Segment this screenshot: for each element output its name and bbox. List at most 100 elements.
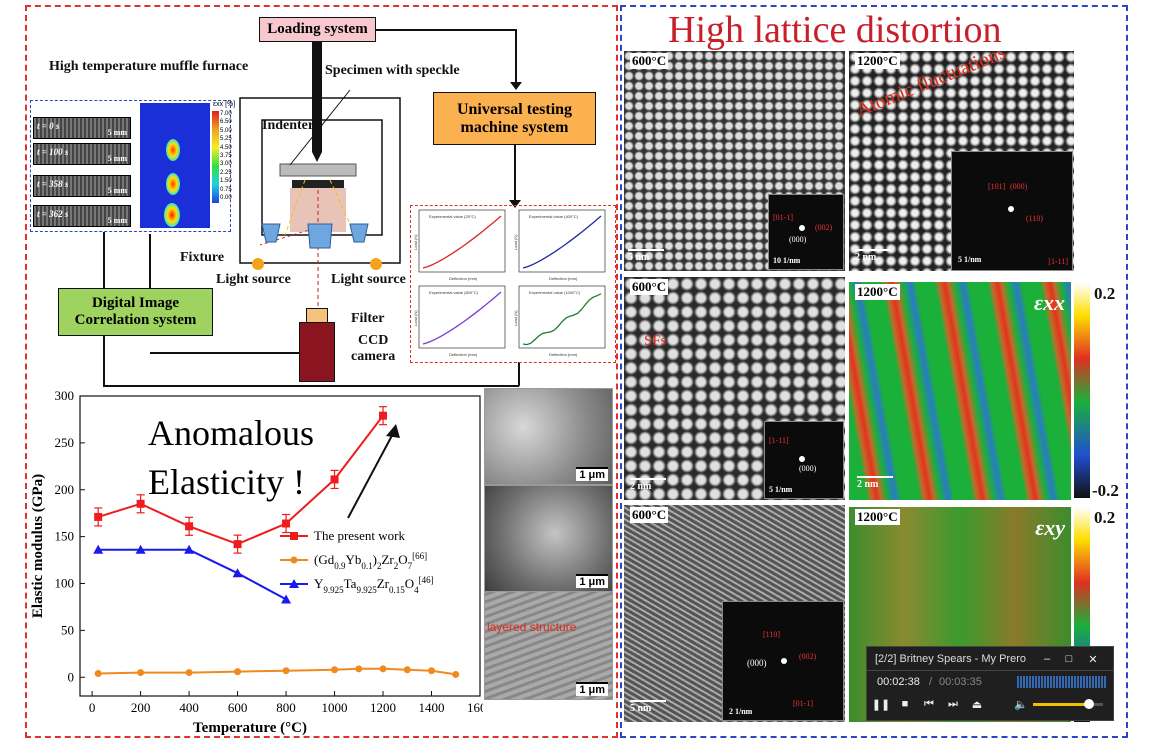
colorbar-max: 0.2 [1094,284,1116,303]
volume-knob[interactable] [1084,699,1094,709]
temp-label: 600°C [630,53,669,69]
legend-marker [289,579,299,588]
series-line [98,667,456,676]
fft-label: [1-11] [1048,257,1068,266]
fft-label: (000) [747,658,767,668]
legend-label-part: Ta [344,576,357,591]
annotation-anomalous: Anomalous [148,413,314,453]
x-tick-label: 1400 [419,700,445,715]
temp-label: 1200°C [855,509,900,525]
light-source-right-label: Light source [331,272,406,287]
legend-label-part: ) [373,552,377,567]
hrtem-600-c: 600°C 5 nm [110] (000) (002) [01-1] 2 1/… [624,505,845,722]
pause-button[interactable]: ❚❚ [871,698,891,711]
fft-label: [01-1] [773,213,793,222]
data-point [452,670,460,678]
legend-label-part: (Gd [314,552,335,567]
eject-button[interactable]: ⏏ [971,698,983,711]
fft-label: [1-11] [769,436,789,445]
time-separator: / [929,676,933,688]
volume-track[interactable] [1033,699,1103,709]
dic-colorbar-tick: 5.00 [220,127,232,134]
x-tick-label: 200 [131,700,151,715]
strain-symbol: εxy [1035,515,1065,540]
temp-label: 1200°C [855,53,900,69]
dic-system-box: Digital Image Correlation system [58,288,213,336]
uts-label-1: Universal testing [456,100,573,118]
fft-inset: [110] (000) (002) [01-1] 2 1/nm [722,601,844,721]
connector-line [103,232,105,288]
connector-line [518,362,520,386]
minimize-button[interactable]: – [1043,653,1051,665]
data-point [234,668,242,676]
ccd-label: CCD camera [351,333,395,365]
arrow-head [509,200,521,208]
scale-label: 2 nm [630,478,667,492]
y-axis-label: Elastic modulus (GPa) [30,474,46,618]
legend-label-part: 7 [408,561,413,571]
fft-label: (000) [799,464,817,473]
media-player[interactable]: [2/2] Britney Spears - My Prero – □ ✕ 00… [866,646,1114,721]
fft-scale: 5 1/nm [958,255,982,264]
dic-frame-time: t = 0 s [37,121,60,131]
data-point [281,594,292,604]
fft-label: (002) [799,652,817,661]
test-plot-curve [422,215,502,269]
y-tick-label: 50 [61,622,74,637]
fft-label: (000) [789,235,807,244]
stop-button[interactable]: ■ [901,698,909,710]
sem-scale: 1 μm [576,574,608,588]
y-tick-label: 200 [55,482,75,497]
fft-label: (110) [1026,214,1044,223]
dic-frame-time: t = 100 s [37,147,69,157]
dic-colorbar-tick: 1.50 [220,178,232,185]
fft-inset: [101] (000) (110) [1-11] 5 1/nm [951,151,1073,271]
legend-label-part: 2 [394,561,399,571]
series-line [98,548,287,601]
data-point [379,665,387,673]
legend-label-part: Yb [345,552,361,567]
total-time: 00:03:35 [939,676,982,688]
connector-line [103,336,105,386]
test-plot-frame [418,209,506,273]
x-tick-label: 0 [89,700,96,715]
indenter-label: Indenter [262,118,315,133]
data-point [185,669,193,677]
connector-line [515,29,517,85]
scale-label: 2 nm [855,249,892,263]
fft-label: [110] [763,630,781,639]
y-tick-label: 250 [55,435,75,450]
legend-label-part: Y [314,576,324,591]
dic-colorbar-tick: 0.00 [220,195,232,202]
layered-structure-label: layered structure [487,620,577,634]
dic-colorbar-tick: 0.75 [220,186,232,193]
test-plot-xlabel: Deflection (mm) [449,276,478,281]
maximize-button[interactable]: □ [1065,653,1073,665]
dic-colorbar-tick: 5.25 [220,136,232,143]
connector-line [376,29,516,31]
sem-scale: 1 μm [576,682,608,696]
strain-map-xx: 1200°C εxx 2 nm [849,282,1071,500]
ccd-label-1: CCD [357,333,389,348]
dic-frame-scale: 5 mm [107,154,127,163]
previous-button[interactable]: ⏮ [924,697,934,710]
dic-colorbar-tick: 3.75 [220,153,232,160]
sem-image-3: layered structure 1 μm [484,591,613,700]
dic-frame-scale: 5 mm [107,186,127,195]
test-plot-ylabel: Load (N) [513,234,518,250]
close-button[interactable]: ✕ [1088,653,1098,666]
next-button[interactable]: ⏭ [948,697,958,710]
dic-colorbar-tick: 2.25 [220,169,232,176]
connector-line [150,352,299,354]
volume-icon[interactable]: 🔈 [1014,698,1028,711]
data-point [232,568,243,578]
dic-colorbar-title: εxx [%] [213,101,236,108]
fft-label: [01-1] [793,699,813,708]
dic-frame-scale: 5 mm [107,216,127,225]
dic-frame-scale: 5 mm [107,128,127,137]
test-plot-frame [418,285,506,349]
dic-colorbar-tick: 7.00 [220,111,232,117]
volume-fill [1033,703,1089,706]
annotation-elasticity: Elasticity ! [148,462,305,502]
temp-label: 1200°C [855,284,900,300]
